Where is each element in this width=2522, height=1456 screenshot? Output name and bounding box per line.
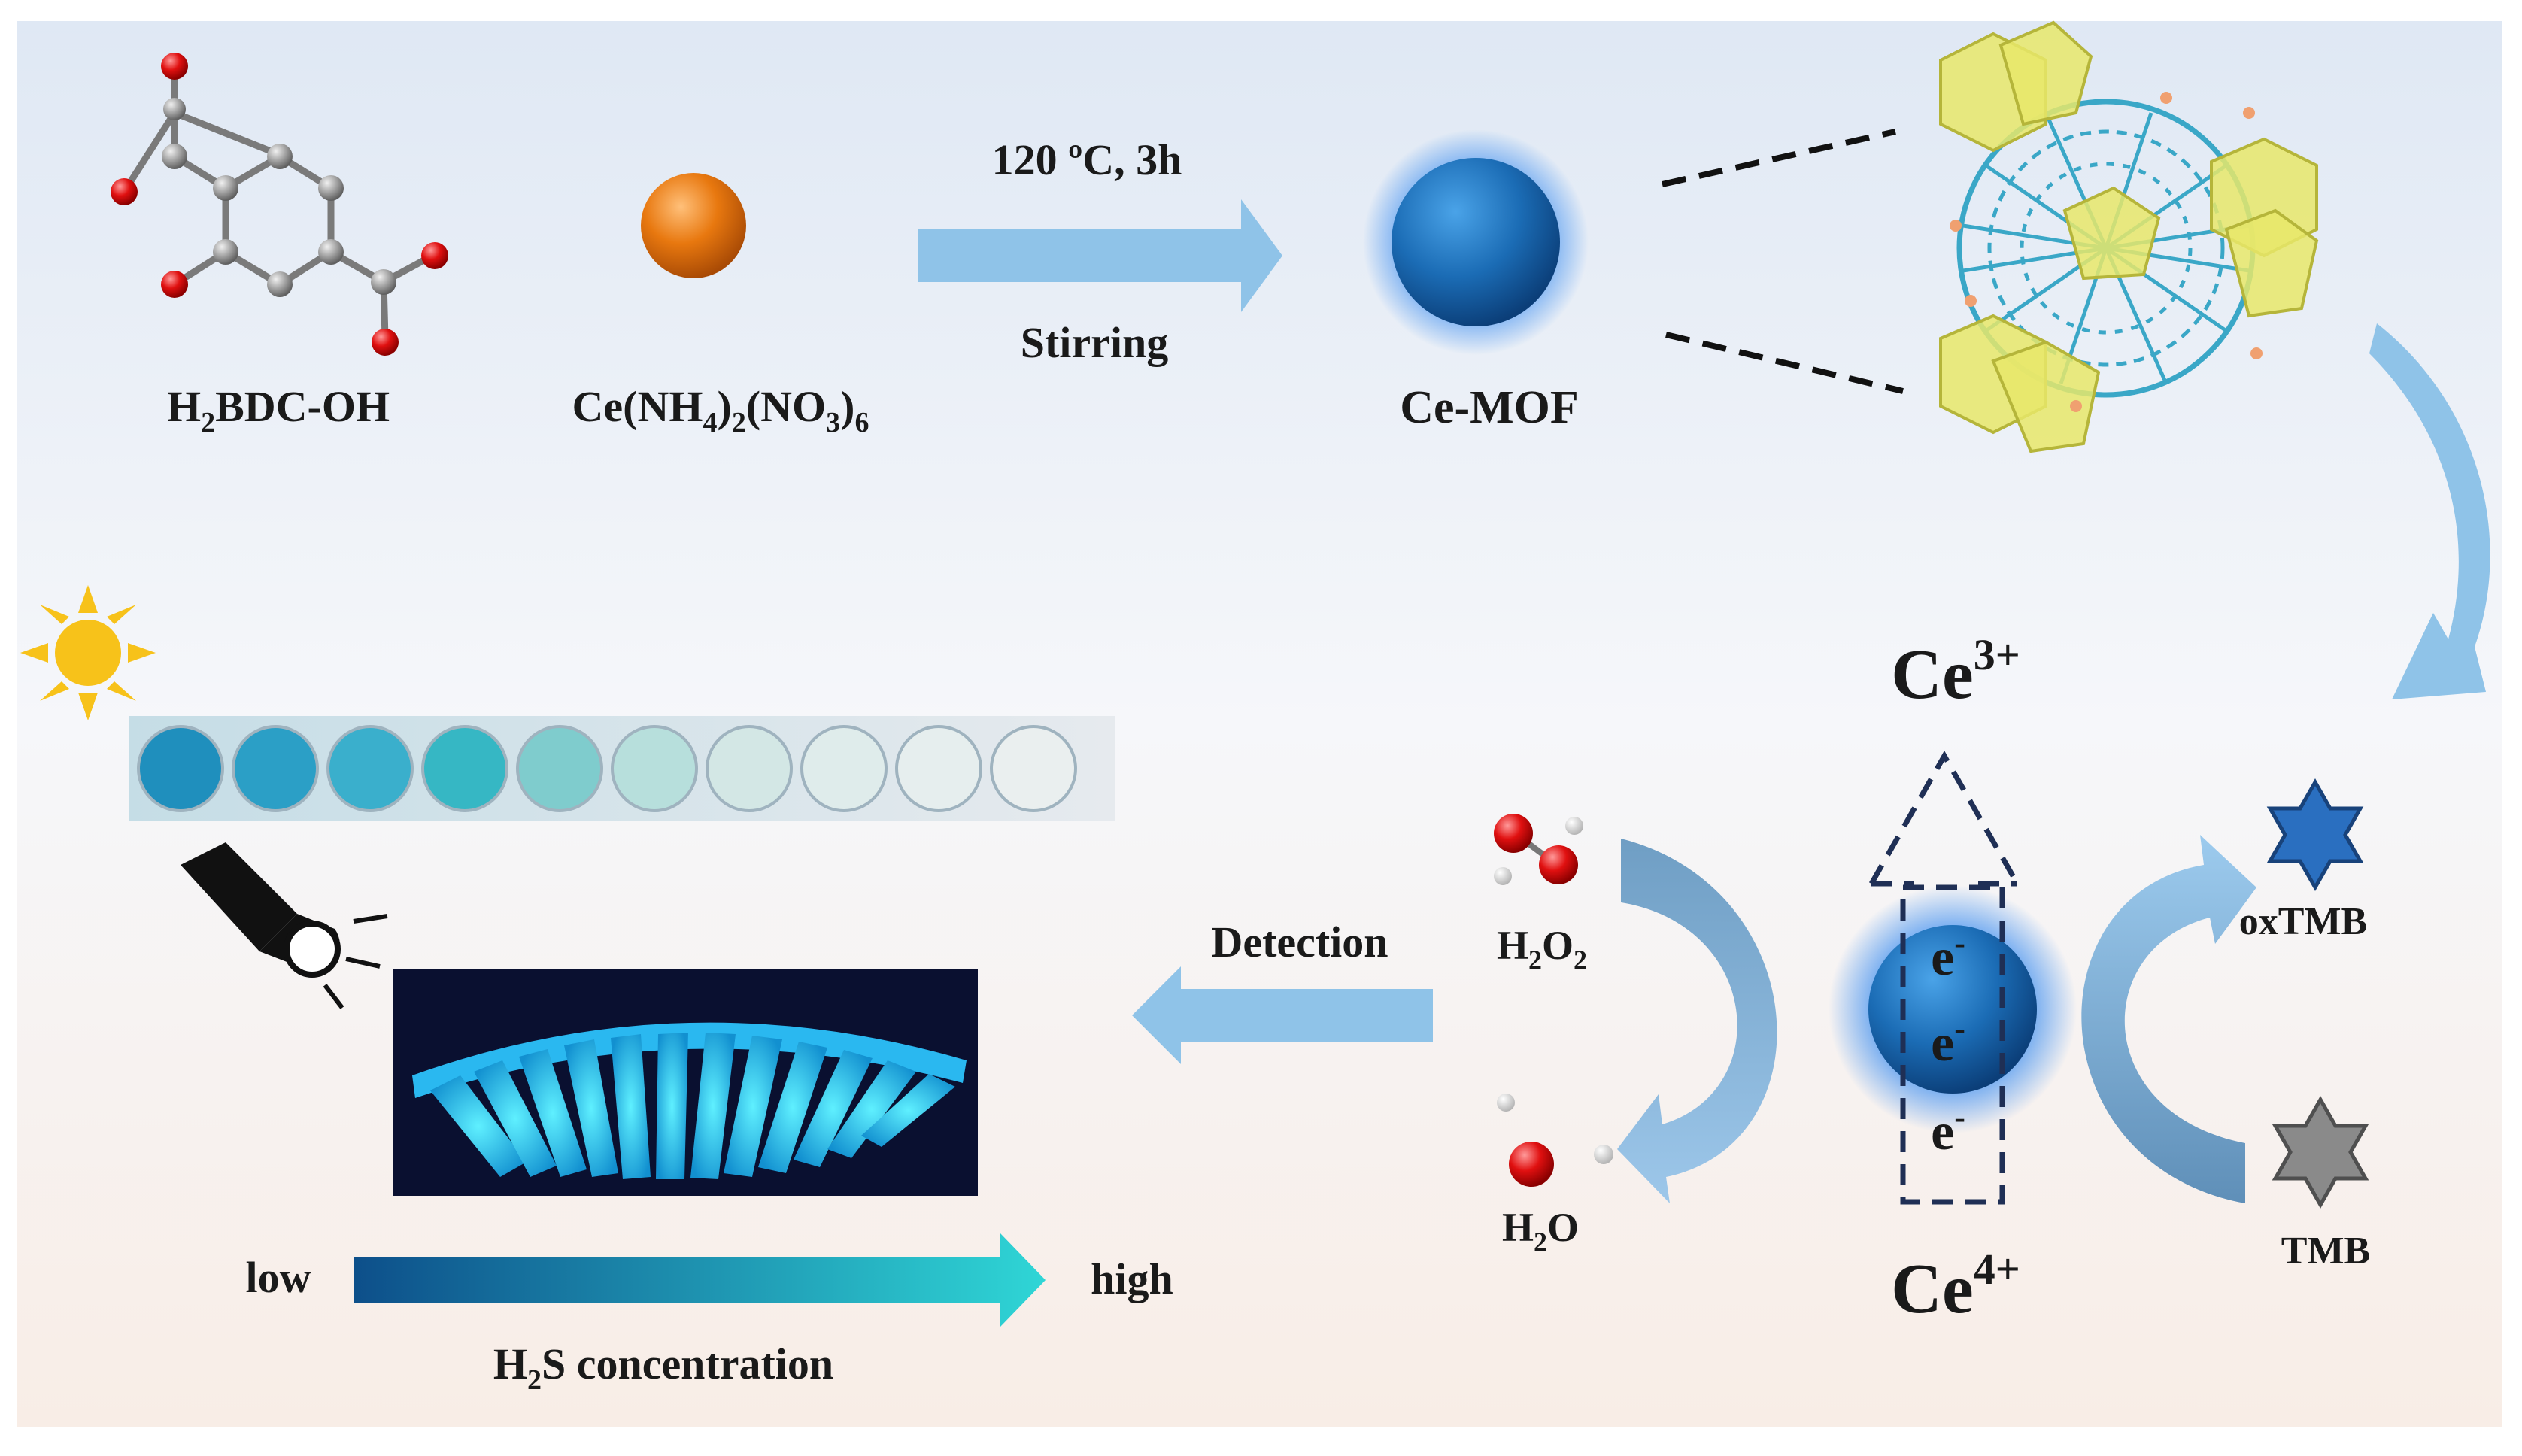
- tmb-star-icon: [2272, 1095, 2369, 1209]
- mof-crystal-structure-icon: [1939, 20, 2319, 453]
- high-label: high: [1091, 1254, 1173, 1303]
- well-plate-image: [129, 716, 1115, 821]
- catalyst-sphere-icon: [1868, 925, 2037, 1094]
- reaction-condition-label: 120 ºC, 3h: [992, 135, 1182, 184]
- h2o2-label: H2O2: [1497, 923, 1587, 975]
- flashlight-icon: [181, 842, 388, 1009]
- zoom-line-top: [1662, 129, 1896, 187]
- synthesis-arrow-icon: [918, 199, 1282, 312]
- low-label: low: [246, 1253, 311, 1302]
- reaction-process-label: Stirring: [1021, 318, 1169, 367]
- electron-label-2: e-: [1931, 1010, 1965, 1072]
- detection-arrow-icon: [1132, 966, 1433, 1064]
- detection-label: Detection: [1211, 918, 1388, 966]
- tmb-label: TMB: [2281, 1230, 2370, 1272]
- electron-label-3: e-: [1931, 1099, 1965, 1161]
- zoom-line-bottom: [1665, 332, 1904, 394]
- tmb-to-oxtmb-arrow-icon: [2081, 835, 2256, 1203]
- oxtmb-star-icon: [2266, 778, 2364, 892]
- ce3-plus-label: Ce3+: [1891, 630, 2020, 714]
- oxtmb-label: oxTMB: [2239, 900, 2367, 943]
- dashed-arrow-head-icon: [1868, 750, 2020, 885]
- electron-label-1: e-: [1931, 924, 1965, 987]
- curved-flow-arrow-icon: [2369, 323, 2490, 699]
- concentration-label: H2S concentration: [493, 1339, 833, 1396]
- ligand-label: H2BDC-OH: [167, 382, 390, 438]
- electron-transfer-column: [1900, 884, 2005, 1205]
- ce4-plus-label: Ce4+: [1891, 1245, 2020, 1328]
- h2bdc-oh-molecule-icon: [111, 53, 448, 356]
- h2o2-molecule-icon: [1494, 814, 1583, 885]
- cerium-salt-sphere-icon: [641, 173, 746, 278]
- h2o-label: H2O: [1502, 1205, 1579, 1257]
- concentration-gradient-arrow: [354, 1233, 1046, 1327]
- product-label: Ce-MOF: [1400, 382, 1579, 433]
- h2o-molecule-icon: [1497, 1094, 1613, 1187]
- fluorescent-tubes-image: [393, 969, 978, 1196]
- ce-mof-sphere-icon: [1392, 158, 1560, 326]
- h2o2-to-h2o-arrow-icon: [1617, 839, 1777, 1203]
- sun-icon: [20, 585, 156, 720]
- metal-salt-label: Ce(NH4)2(NO3)6: [572, 382, 869, 438]
